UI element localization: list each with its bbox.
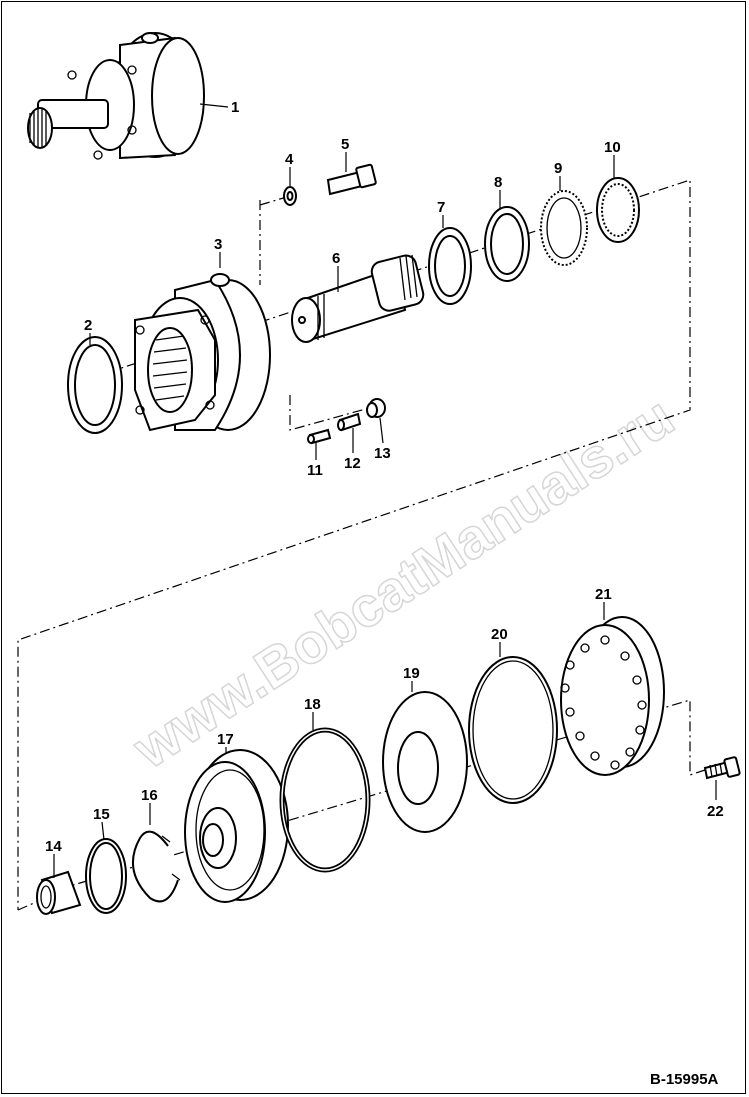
part-11-pin	[307, 428, 332, 445]
part-20-o-ring	[468, 656, 558, 804]
part-4-washer	[283, 186, 297, 206]
part-5-bolt	[326, 163, 377, 196]
part-19-backup-plate	[382, 691, 468, 833]
callout-2: 2	[84, 317, 92, 334]
callout-8: 8	[494, 174, 502, 191]
callout-15: 15	[93, 806, 110, 823]
part-17-piston	[184, 749, 289, 903]
callout-4: 4	[285, 151, 294, 168]
callout-17: 17	[217, 731, 234, 748]
part-21-cover	[560, 616, 665, 776]
part-22-screw	[703, 756, 741, 780]
part-12-pin	[337, 412, 362, 432]
part-13-plug	[366, 398, 386, 418]
part-8-ring	[484, 206, 530, 282]
callout-16: 16	[141, 787, 158, 804]
callout-5: 5	[341, 136, 349, 153]
callout-1: 1	[231, 99, 239, 116]
part-14-bushing	[36, 870, 82, 915]
part-10-steel-disc	[596, 177, 640, 243]
part-3-housing	[134, 273, 271, 432]
callout-6: 6	[332, 250, 340, 267]
part-18-o-ring	[279, 727, 371, 873]
part-6-shaft	[291, 254, 425, 343]
callout-10: 10	[604, 139, 621, 156]
part-9-friction-disc	[540, 190, 588, 266]
part-15-o-ring	[85, 838, 127, 914]
figure-id: B-15995A	[650, 1071, 719, 1088]
callout-9: 9	[554, 160, 562, 177]
part-1-drive-motor	[27, 32, 205, 160]
callout-12: 12	[344, 455, 361, 472]
part-2-o-ring	[67, 336, 123, 434]
callout-numbers: 1 2 3 4 5 6 7 8 9 10 11 12 13 14 15 16 1…	[45, 99, 724, 855]
callout-14: 14	[45, 838, 62, 855]
callout-21: 21	[595, 586, 612, 603]
leader-lines	[53, 103, 717, 878]
callout-19: 19	[403, 665, 420, 682]
callout-11: 11	[307, 462, 323, 479]
part-16-snap-ring	[132, 830, 181, 903]
callout-13: 13	[374, 445, 391, 462]
callout-18: 18	[304, 696, 321, 713]
part-7-ring	[428, 227, 472, 305]
alignment-lines	[17, 179, 706, 911]
callout-7: 7	[437, 199, 445, 216]
callout-20: 20	[491, 626, 508, 643]
callout-22: 22	[707, 803, 724, 820]
callout-3: 3	[214, 236, 222, 253]
